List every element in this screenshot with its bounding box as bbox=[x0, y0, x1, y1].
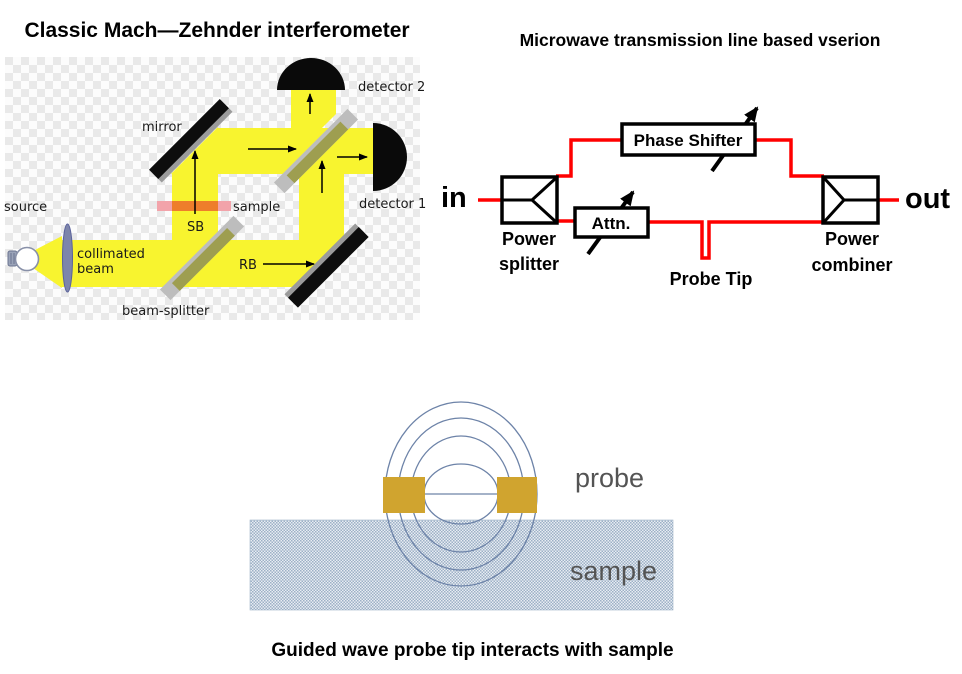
bottom-caption: Guided wave probe tip interacts with sam… bbox=[271, 640, 674, 661]
power-splitter-symbol bbox=[500, 175, 559, 225]
upper-arm-line-left bbox=[556, 138, 623, 178]
phase-shifter-label: Phase Shifter bbox=[634, 131, 743, 150]
attenuator-label: Attn. bbox=[592, 214, 631, 233]
right-vertical-beam bbox=[299, 150, 344, 282]
splitter-triangle bbox=[502, 177, 557, 223]
left-panel-title: Classic Mach—Zehnder interferometer bbox=[24, 19, 410, 42]
out-label: out bbox=[905, 183, 950, 215]
in-label: in bbox=[441, 182, 467, 214]
probe-electrode-left bbox=[383, 477, 425, 513]
probe-sample-figure: probe sample bbox=[249, 401, 674, 611]
power-combiner-label-line1: Power bbox=[825, 229, 879, 249]
attenuator-box bbox=[573, 206, 650, 239]
power-combiner-label-line2: combiner bbox=[811, 255, 892, 275]
probe-electrode-right bbox=[497, 477, 537, 513]
light-bulb-icon bbox=[7, 246, 40, 272]
collimating-lens bbox=[62, 223, 73, 293]
lower-arm-line-with-probe-stub bbox=[647, 220, 824, 260]
power-splitter-label-line1: Power bbox=[502, 229, 556, 249]
detector-1-label: detector 1 bbox=[359, 197, 426, 212]
probe-tip-label: Probe Tip bbox=[670, 269, 753, 289]
source-cone-beam bbox=[33, 236, 62, 288]
beam-splitter-bar bbox=[159, 215, 245, 301]
collimated-beam-label-line2: beam bbox=[77, 262, 114, 277]
mach-zehnder-figure: source collimated beam mirror sample SB … bbox=[4, 57, 426, 320]
rb-label: RB bbox=[239, 258, 257, 273]
mirror-top-left bbox=[149, 99, 233, 183]
right-panel-title: Microwave transmission line based vserio… bbox=[519, 30, 881, 50]
collimated-beam-label-line1: collimated bbox=[77, 247, 145, 262]
detector-2-label: detector 2 bbox=[358, 80, 425, 95]
detector2-beam bbox=[291, 85, 336, 159]
beam-splitter-label: beam-splitter bbox=[122, 304, 210, 319]
sample-label: sample bbox=[233, 200, 280, 215]
mirror-bottom-right bbox=[284, 223, 369, 308]
beam-direction-arrows bbox=[191, 93, 368, 268]
probe-label: probe bbox=[575, 463, 644, 493]
phase-shifter-box bbox=[620, 122, 757, 157]
sb-label: SB bbox=[187, 220, 204, 235]
sample-slab-label: sample bbox=[570, 556, 657, 586]
upper-arm-line-right bbox=[754, 138, 824, 178]
combiner-triangle bbox=[823, 177, 877, 223]
microwave-schematic-figure: Phase Shifter Attn. in out Power splitte… bbox=[441, 106, 950, 289]
source-label: source bbox=[4, 200, 47, 215]
detector-1-dome bbox=[373, 123, 407, 191]
mirror-label: mirror bbox=[142, 120, 182, 135]
probe-electrodes bbox=[383, 477, 537, 513]
power-combiner-symbol bbox=[821, 175, 880, 225]
beam-combiner-bar bbox=[273, 108, 359, 194]
transmission-lines bbox=[478, 138, 899, 260]
detector-2-dome bbox=[277, 58, 345, 90]
power-splitter-label-line2: splitter bbox=[499, 254, 559, 274]
sample-slab bbox=[249, 519, 674, 611]
